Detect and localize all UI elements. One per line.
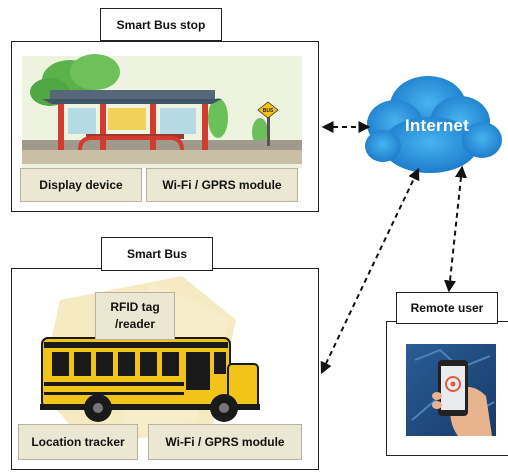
internet-label: Internet [405,116,469,135]
remote-user-panel [386,321,508,456]
bus-wifi-gprs-label: Wi-Fi / GPRS module [148,424,302,460]
remote-user-title: Remote user [396,292,498,324]
location-tracker-label: Location tracker [18,424,138,460]
busstop-wifi-gprs-label: Wi-Fi / GPRS module [146,168,298,202]
bus-stop-illustration: BUS [22,54,302,168]
phone-in-hand-icon [406,344,496,436]
internet-cloud-icon [365,76,502,173]
arrow-bus-internet [320,167,420,375]
bus-stop-panel [11,41,319,212]
rfid-tag-reader-label: RFID tag /reader [95,292,175,340]
svg-text:BUS: BUS [263,108,274,114]
smart-bus-title: Smart Bus [101,237,213,271]
school-bus-illustration [40,276,260,444]
display-device-label: Display device [20,168,142,202]
bus-stop-title: Smart Bus stop [100,8,222,41]
connection-arrows [320,121,467,375]
arrow-internet-remote [444,165,467,293]
